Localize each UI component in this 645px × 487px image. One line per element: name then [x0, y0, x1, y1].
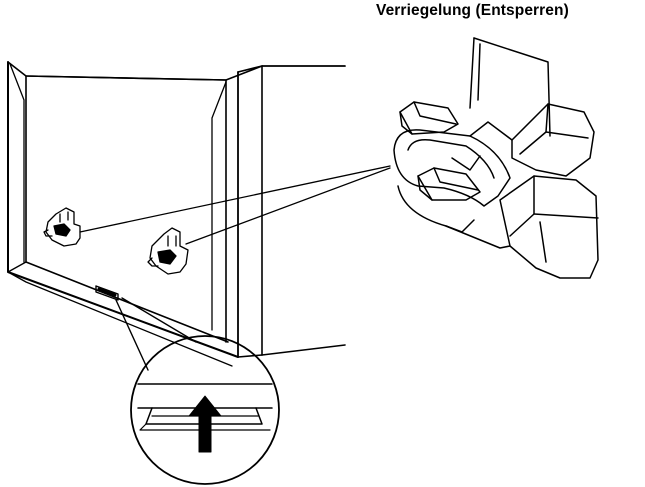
latch-detail [393, 37, 599, 279]
leader-lines [79, 165, 391, 245]
left-latch [43, 207, 81, 247]
center-latch [147, 227, 189, 275]
frame-panel [7, 61, 346, 367]
release-slot [95, 285, 197, 371]
lock-caption: Verriegelung (Entsperren) [376, 2, 569, 19]
slot-detail-circle [130, 335, 280, 485]
up-arrow-icon [188, 395, 222, 453]
